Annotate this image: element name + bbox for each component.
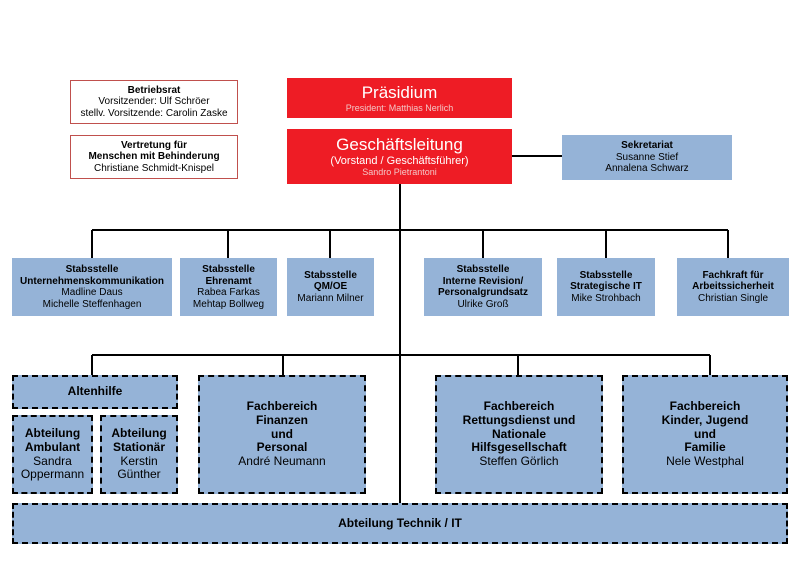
sekretariat-title: Sekretariat [621, 140, 673, 152]
sekretariat-box: Sekretariat Susanne Stief Annalena Schwa… [562, 135, 732, 180]
fachkraft-arbeitssicherheit: Fachkraft für Arbeitssicherheit Christia… [677, 258, 789, 316]
stabsstelle-title: QM/OE [313, 281, 348, 293]
geschaeftsleitung-title: Geschäftsleitung [336, 135, 463, 155]
fachbereich-person: Steffen Görlich [479, 454, 559, 469]
geschaeftsleitung-box: Geschäftsleitung (Vorstand / Geschäftsfü… [287, 129, 512, 184]
ambulant-title: Abteilung [24, 425, 81, 440]
stabsstelle-strategische-it: Stabsstelle Strategische IT Mike Strohba… [557, 258, 655, 316]
altenhilfe-title: Altenhilfe [67, 384, 123, 399]
abteilung-technik-it-box: Abteilung Technik / IT [12, 503, 788, 544]
stabsstelle-title: Stabsstelle [65, 264, 119, 275]
stationaer-person: Kerstin [120, 453, 158, 468]
altenhilfe-box: Altenhilfe [12, 375, 178, 409]
fachbereich-title: Fachbereich [246, 399, 318, 413]
vertretung-box: Vertretung für Menschen mit Behinderung … [70, 135, 238, 179]
fachbereich-title: Nationale [491, 426, 546, 441]
fachbereich-title: Kinder, Jugend [661, 412, 749, 427]
stabsstelle-ehrenamt: Stabsstelle Ehrenamt Rabea Farkas Mehtap… [180, 258, 277, 316]
stabsstelle-person: Mike Strohbach [571, 292, 641, 304]
fachbereich-title: Finanzen [255, 412, 308, 427]
betriebsrat-line2: stellv. Vorsitzende: Carolin Zaske [80, 107, 228, 119]
fachbereich-title: und [271, 426, 293, 441]
stabsstelle-title: Fachkraft für [702, 269, 764, 281]
geschaeftsleitung-person: Sandro Pietrantoni [362, 167, 437, 178]
vertretung-title-line1: Vertretung für [120, 139, 188, 151]
ambulant-title: Ambulant [24, 439, 81, 454]
stationaer-title: Stationär [112, 439, 165, 454]
fachbereich-title: und [694, 426, 716, 441]
betriebsrat-line1: Vorsitzender: Ulf Schröer [98, 96, 210, 108]
fachbereich-person: André Neumann [238, 454, 326, 469]
betriebsrat-title: Betriebsrat [127, 84, 181, 96]
fachbereich-title: Personal [256, 440, 308, 455]
ambulant-person: Sandra [33, 453, 72, 468]
stabsstelle-interne-revision: Stabsstelle Interne Revision/ Personalgr… [424, 258, 542, 316]
stabsstelle-person: Michelle Steffenhagen [42, 298, 142, 310]
ambulant-person: Oppermann [20, 467, 85, 482]
stabsstelle-title: Personalgrundsatz [437, 287, 529, 298]
stabsstelle-qm-oe: Stabsstelle QM/OE Mariann Milner [287, 258, 374, 316]
geschaeftsleitung-subtitle: (Vorstand / Geschäftsführer) [330, 154, 469, 167]
stationaer-person: Günther [117, 467, 161, 482]
stabsstelle-title: Arbeitssicherheit [692, 281, 774, 293]
sekretariat-person1: Susanne Stief [615, 151, 679, 163]
fachbereich-rettungsdienst-box: Fachbereich Rettungsdienst und Nationale… [435, 375, 603, 494]
fachbereich-title: Fachbereich [669, 399, 741, 413]
sekretariat-person2: Annalena Schwarz [605, 163, 689, 175]
fachbereich-title: Hilfsgesellschaft [471, 440, 567, 455]
praesidium-title: Präsidium [361, 83, 438, 103]
stabsstelle-title: Unternehmenskommunikation [20, 275, 164, 287]
stabsstelle-title: Stabsstelle [304, 269, 357, 281]
stabsstelle-unternehmenskommunikation: Stabsstelle Unternehmenskommunikation Ma… [12, 258, 172, 316]
stabsstelle-person: Rabea Farkas [197, 287, 260, 298]
fachbereich-title: Fachbereich [483, 399, 555, 413]
stabsstelle-person: Ulrike Groß [457, 298, 509, 310]
stabsstelle-person: Madline Daus [61, 287, 123, 298]
stabsstelle-title: Ehrenamt [205, 275, 252, 287]
abteilung-stationaer-box: Abteilung Stationär Kerstin Günther [100, 415, 178, 494]
stabsstelle-title: Stabsstelle [202, 264, 255, 275]
fachbereich-finanzen-box: Fachbereich Finanzen und Personal André … [198, 375, 366, 494]
technik-title: Abteilung Technik / IT [338, 515, 462, 530]
fachbereich-title: Rettungsdienst und [462, 412, 576, 427]
stabsstelle-person: Christian Single [697, 292, 769, 304]
stabsstelle-title: Interne Revision/ [442, 275, 524, 287]
vertretung-person: Christiane Schmidt-Knispel [93, 162, 215, 174]
stabsstelle-title: Stabsstelle [456, 264, 510, 275]
fachbereich-person: Nele Westphal [666, 454, 744, 469]
betriebsrat-box: Betriebsrat Vorsitzender: Ulf Schröer st… [70, 80, 238, 124]
fachbereich-kinder-box: Fachbereich Kinder, Jugend und Familie N… [622, 375, 788, 494]
stabsstelle-title: Strategische IT [570, 281, 642, 293]
fachbereich-title: Familie [684, 440, 726, 455]
stabsstelle-person: Mariann Milner [297, 292, 364, 304]
vertretung-title-line2: Menschen mit Behinderung [88, 151, 220, 163]
praesidium-person: President: Matthias Nerlich [345, 102, 454, 113]
stationaer-title: Abteilung [111, 425, 167, 440]
stabsstelle-person: Mehtap Bollweg [192, 298, 265, 310]
stabsstelle-title: Stabsstelle [579, 269, 633, 281]
praesidium-box: Präsidium President: Matthias Nerlich [287, 78, 512, 118]
abteilung-ambulant-box: Abteilung Ambulant Sandra Oppermann [12, 415, 93, 494]
